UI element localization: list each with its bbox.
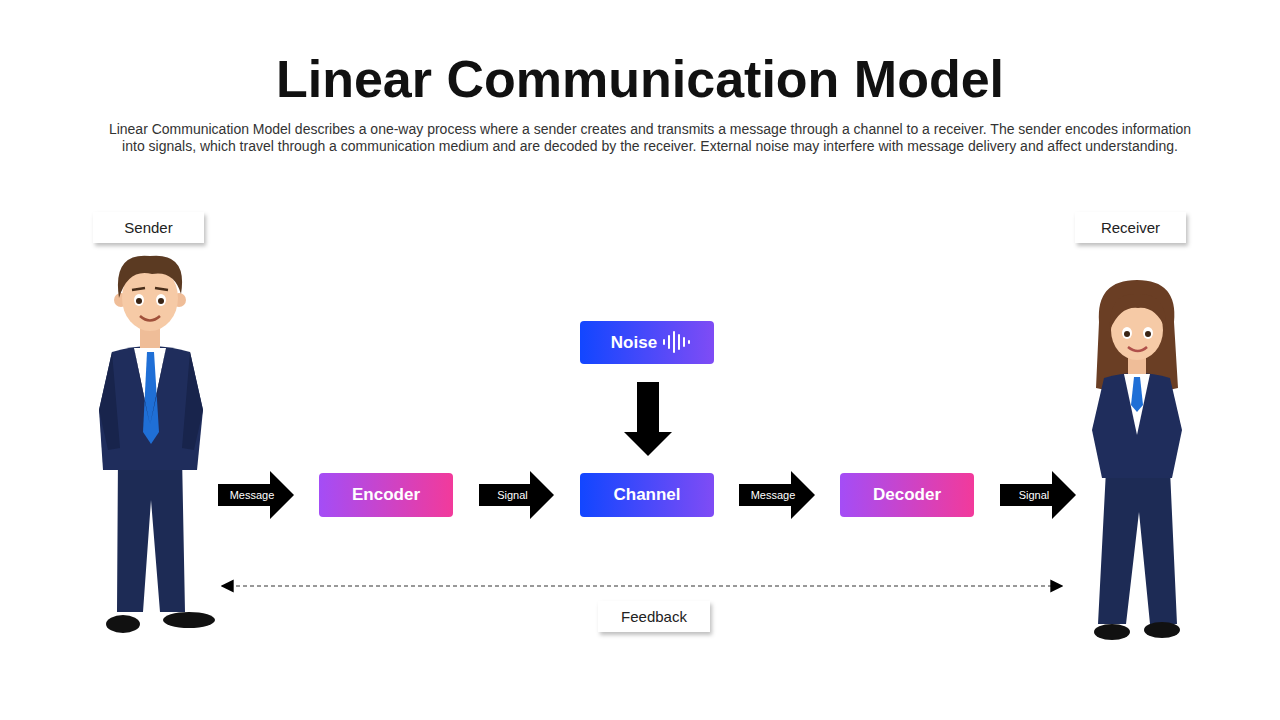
flow-arrow	[739, 471, 815, 519]
shirt	[1124, 374, 1150, 435]
pupil	[136, 298, 142, 304]
jacket	[1092, 373, 1182, 478]
receiver-figure	[1092, 280, 1182, 640]
role-label: Sender	[93, 212, 204, 243]
arrow-label: Signal	[1019, 489, 1050, 502]
sound-wave-icon	[662, 330, 692, 354]
arrow-label: Message	[230, 489, 275, 502]
box-label: Encoder	[352, 485, 420, 505]
trousers	[117, 455, 185, 612]
actor-node: Receiver	[1074, 212, 1190, 647]
eye	[1143, 327, 1153, 339]
flow-arrow	[218, 471, 294, 519]
flow-arrow	[479, 471, 554, 519]
eye	[156, 294, 166, 306]
box-label: Noise	[611, 333, 657, 353]
role-label: Receiver	[1075, 212, 1186, 243]
shoe	[1094, 624, 1130, 640]
process-box: Decoder	[840, 473, 974, 517]
process-box: Noise	[580, 321, 714, 364]
hair	[118, 256, 182, 298]
pupil	[158, 298, 164, 304]
diagram-caption: Linear Communication Model describes a o…	[105, 121, 1195, 155]
shoe	[163, 612, 215, 628]
eye	[134, 294, 144, 306]
diagram-title: Linear Communication Model	[0, 50, 1280, 108]
jacket	[99, 346, 203, 470]
hair	[1110, 294, 1166, 330]
pupil	[1124, 331, 1130, 337]
tie	[143, 352, 159, 444]
sender-figure	[99, 256, 215, 633]
smile	[1128, 347, 1147, 351]
process-box: Encoder	[319, 473, 453, 517]
arrow-label: Message	[751, 489, 796, 502]
feedback-label: Feedback	[598, 601, 710, 632]
process-box: Channel	[580, 473, 714, 517]
arrow-label: Signal	[497, 489, 528, 502]
lapel	[134, 348, 166, 425]
arm	[182, 352, 203, 450]
actor-node: Sender	[92, 212, 216, 642]
flow-arrow	[1000, 471, 1076, 519]
eyebrow	[132, 288, 168, 290]
trousers	[1098, 470, 1177, 624]
shoe	[106, 615, 140, 633]
flow-arrow	[624, 382, 672, 456]
tie	[1131, 377, 1143, 412]
box-label: Channel	[613, 485, 680, 505]
pupil	[1145, 331, 1151, 337]
arm	[99, 352, 120, 450]
smile	[140, 316, 160, 321]
feedback-arrow	[222, 586, 1062, 587]
box-label: Decoder	[873, 485, 941, 505]
eye	[1122, 327, 1132, 339]
shoe	[1144, 622, 1180, 638]
